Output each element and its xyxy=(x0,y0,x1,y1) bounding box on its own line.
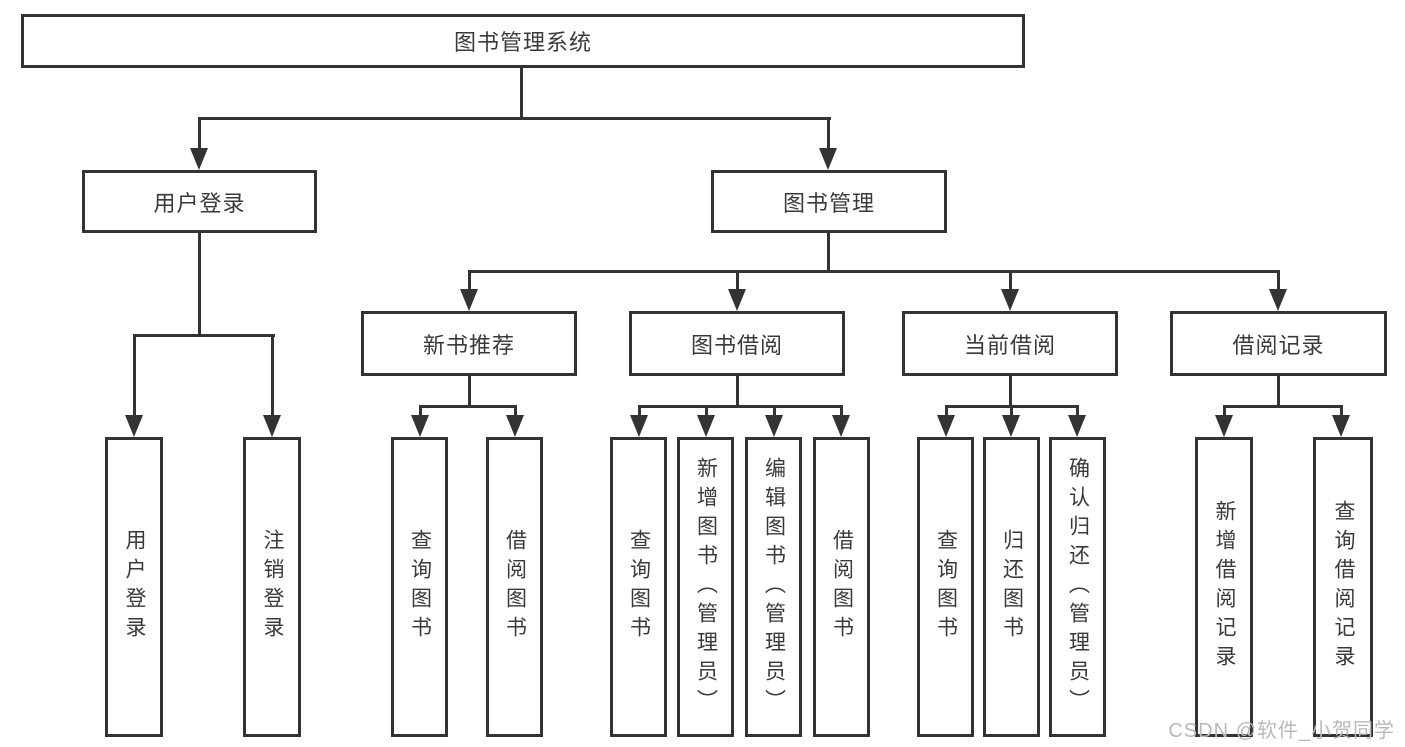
connector-bar xyxy=(419,405,516,408)
leaf-logout: 注销登录 xyxy=(243,437,301,737)
connector-drop xyxy=(271,334,274,415)
connector-user-login-bar xyxy=(133,334,275,337)
node-new-book-recommendation: 新书推荐 xyxy=(361,311,577,376)
leaf-confirm-return-admin: 确认归还（管理员） xyxy=(1049,437,1106,737)
leaf-return-books: 归还图书 xyxy=(983,437,1040,737)
leaf-label: 查询图书 xyxy=(627,529,651,645)
arrowhead-icon xyxy=(411,415,429,437)
leaf-edit-books-admin: 编辑图书（管理员） xyxy=(745,437,802,737)
arrowhead-icon xyxy=(263,415,281,437)
node-user-login: 用户登录 xyxy=(82,170,317,233)
arrowhead-icon xyxy=(1068,415,1086,437)
connector-drop xyxy=(773,405,776,417)
connector-stem xyxy=(468,376,471,408)
connector-drop xyxy=(133,334,136,415)
leaf-label: 借阅图书 xyxy=(503,529,527,645)
arrowhead-icon xyxy=(125,415,143,437)
connector-user-login-stem xyxy=(198,233,201,335)
node-library-management-system: 图书管理系统 xyxy=(21,14,1025,68)
connector-drop xyxy=(945,405,948,417)
arrowhead-icon xyxy=(728,289,746,311)
connector-drop xyxy=(198,117,201,149)
leaf-label: 查询借阅记录 xyxy=(1332,500,1355,674)
node-label: 当前借阅 xyxy=(963,332,1056,358)
node-label: 图书管理 xyxy=(782,190,875,216)
leaf-label: 确认归还（管理员） xyxy=(1066,456,1090,718)
node-borrowing-records: 借阅记录 xyxy=(1170,311,1387,376)
leaf-label: 用户登录 xyxy=(123,529,146,645)
connector-book-mgmt-stem xyxy=(827,233,830,273)
connector-level2-bar xyxy=(198,117,831,120)
connector-drop xyxy=(468,270,471,290)
leaf-borrow-books: 借阅图书 xyxy=(486,437,543,737)
node-label: 用户登录 xyxy=(153,190,246,216)
connector-bar xyxy=(638,405,843,408)
arrowhead-icon xyxy=(1215,415,1233,437)
arrowhead-icon xyxy=(1001,289,1019,311)
arrowhead-icon xyxy=(697,415,715,437)
arrowhead-icon xyxy=(765,415,783,437)
arrowhead-icon xyxy=(1002,415,1020,437)
arrowhead-icon xyxy=(832,415,850,437)
connector-root-stem xyxy=(520,68,523,119)
leaf-query-books: 查询图书 xyxy=(610,437,667,737)
arrowhead-icon xyxy=(190,148,208,170)
arrowhead-icon xyxy=(506,415,524,437)
connector-stem xyxy=(736,376,739,408)
leaf-label: 新增借阅记录 xyxy=(1213,500,1236,674)
leaf-label: 注销登录 xyxy=(261,529,284,645)
connector-drop xyxy=(736,270,739,290)
arrowhead-icon xyxy=(1332,415,1350,437)
leaf-borrow-books: 借阅图书 xyxy=(813,437,870,737)
leaf-add-borrow-record: 新增借阅记录 xyxy=(1195,437,1253,737)
node-label: 借阅记录 xyxy=(1232,332,1325,358)
connector-drop xyxy=(1340,405,1343,417)
node-label: 新书推荐 xyxy=(422,332,515,358)
node-current-borrowing: 当前借阅 xyxy=(902,311,1118,376)
connector-stem xyxy=(1277,376,1280,408)
connector-drop xyxy=(1223,405,1226,417)
leaf-add-books-admin: 新增图书（管理员） xyxy=(677,437,734,737)
connector-level3-bar xyxy=(468,270,1280,273)
node-label: 图书管理系统 xyxy=(453,30,592,55)
arrowhead-icon xyxy=(819,148,837,170)
leaf-label: 归还图书 xyxy=(1000,529,1024,645)
connector-drop xyxy=(1277,270,1280,290)
leaf-label: 查询图书 xyxy=(934,529,958,645)
connector-bar xyxy=(1223,405,1343,408)
connector-drop xyxy=(514,405,517,417)
arrowhead-icon xyxy=(1269,289,1287,311)
leaf-query-books: 查询图书 xyxy=(391,437,448,737)
node-label: 图书借阅 xyxy=(690,332,783,358)
arrowhead-icon xyxy=(630,415,648,437)
connector-drop xyxy=(638,405,641,417)
leaf-query-books: 查询图书 xyxy=(917,437,974,737)
node-book-borrowing: 图书借阅 xyxy=(629,311,845,376)
leaf-query-borrow-record: 查询借阅记录 xyxy=(1313,437,1373,737)
leaf-user-login: 用户登录 xyxy=(105,437,163,737)
node-book-management: 图书管理 xyxy=(711,170,947,233)
connector-drop xyxy=(1076,405,1079,417)
leaf-label: 编辑图书（管理员） xyxy=(762,456,786,718)
connector-drop xyxy=(1009,270,1012,290)
connector-stem xyxy=(1009,376,1012,408)
connector-drop xyxy=(840,405,843,417)
leaf-label: 借阅图书 xyxy=(830,529,854,645)
leaf-label: 查询图书 xyxy=(408,529,432,645)
connector-drop xyxy=(827,117,830,149)
connector-drop xyxy=(705,405,708,417)
leaf-label: 新增图书（管理员） xyxy=(694,456,718,718)
arrowhead-icon xyxy=(460,289,478,311)
arrowhead-icon xyxy=(937,415,955,437)
csdn-watermark: CSDN @软件_小贺同学 xyxy=(1168,720,1395,742)
connector-drop xyxy=(1010,405,1013,417)
connector-drop xyxy=(419,405,422,417)
